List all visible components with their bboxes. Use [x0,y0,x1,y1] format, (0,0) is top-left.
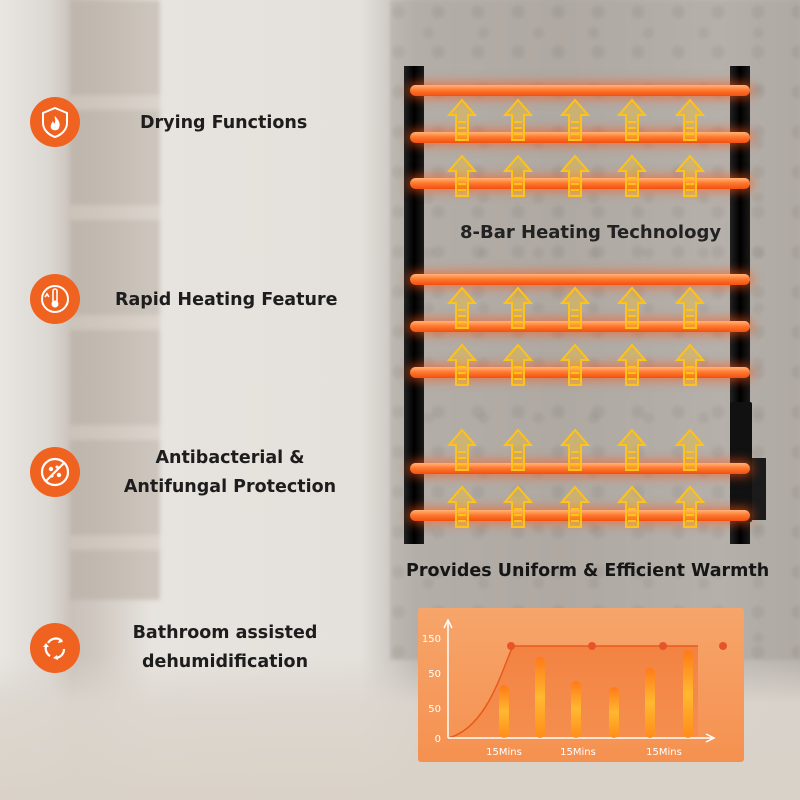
heat-arrow-icon [560,154,590,197]
plateau-marker [588,642,596,650]
heat-arrow-icon [560,485,590,528]
heat-arrow-icon [503,485,533,528]
heat-arrow-icon [503,154,533,197]
heat-arrow-icon [617,343,647,386]
heat-arrow-icon [503,428,533,471]
heat-arrow-icon [447,286,477,329]
heat-arrow-icon [617,286,647,329]
feature-label: Bathroom assisted dehumidification [115,619,335,677]
heat-arrow-icon [617,98,647,141]
heat-arrow-icon [503,286,533,329]
feature-rapid-heating: Rapid Heating Feature [0,274,380,344]
chart-bar [535,657,545,738]
no-bacteria-icon [30,447,80,497]
heat-arrow-icon [675,428,705,471]
heat-arrow-icon [447,154,477,197]
feature-label: Antibacterial & Antifungal Protection [115,444,345,502]
heat-arrow-icon [675,343,705,386]
feature-drying: Drying Functions [0,97,380,167]
feature-label-line: dehumidification [141,652,309,672]
y-tick-label: 50 [428,704,441,715]
feature-dehumidification: Bathroom assisted dehumidification [0,623,380,693]
heat-arrow-icon [617,154,647,197]
background-shelf [70,0,160,600]
heat-arrow-icon [675,286,705,329]
heating-chart: 0 50 50 150 15Mins 15Mins 15Mins [418,608,744,762]
heat-arrow-icon [675,154,705,197]
chart-bar [571,680,581,738]
heating-chart-svg: 0 50 50 150 15Mins 15Mins 15Mins [422,618,727,758]
feature-label-line: Antibacterial & [155,448,305,468]
chart-bar [683,650,693,738]
heat-arrow-icon [447,428,477,471]
plateau-marker [507,642,515,650]
x-axis-arrow [705,733,716,743]
plateau-marker [719,642,727,650]
heat-arrow-icon [560,343,590,386]
heat-arrow-icon [447,343,477,386]
heat-arrow-icon [503,98,533,141]
heating-bar [410,85,750,96]
x-tick-label: 15Mins [646,747,682,758]
heat-arrow-icon [617,428,647,471]
heat-arrow-icon [560,428,590,471]
flame-icon [30,97,80,147]
thermometer-icon [30,274,80,324]
heat-arrow-icon [617,485,647,528]
heat-arrow-icon [503,343,533,386]
chart-bar [499,685,509,738]
heat-arrow-icon [447,485,477,528]
feature-label: Rapid Heating Feature [115,290,338,310]
plateau-marker [659,642,667,650]
heat-arrow-icon [447,98,477,141]
feature-antibacterial: Antibacterial & Antifungal Protection [0,447,380,517]
x-tick-label: 15Mins [560,747,596,758]
heat-arrow-icon [675,485,705,528]
control-panel [730,402,752,522]
chart-bar [645,667,655,738]
heat-arrow-icon [560,98,590,141]
heat-arrow-icon [675,98,705,141]
heating-bar [410,274,750,285]
chart-bar [609,686,619,738]
x-tick-label: 15Mins [486,747,522,758]
y-tick-label: 50 [428,669,441,680]
y-tick-label: 0 [435,734,441,745]
warmth-headline: Provides Uniform & Efficient Warmth [406,561,770,581]
rack-headline: 8-Bar Heating Technology [460,222,722,243]
recycle-arrows-icon [30,623,80,673]
feature-label-line: Bathroom assisted [132,623,318,643]
y-tick-label: 150 [422,634,441,645]
control-box [752,458,766,520]
feature-label-line: Antifungal Protection [123,477,337,497]
y-axis-arrow [443,618,453,629]
feature-label: Drying Functions [140,113,308,133]
heat-arrow-icon [560,286,590,329]
